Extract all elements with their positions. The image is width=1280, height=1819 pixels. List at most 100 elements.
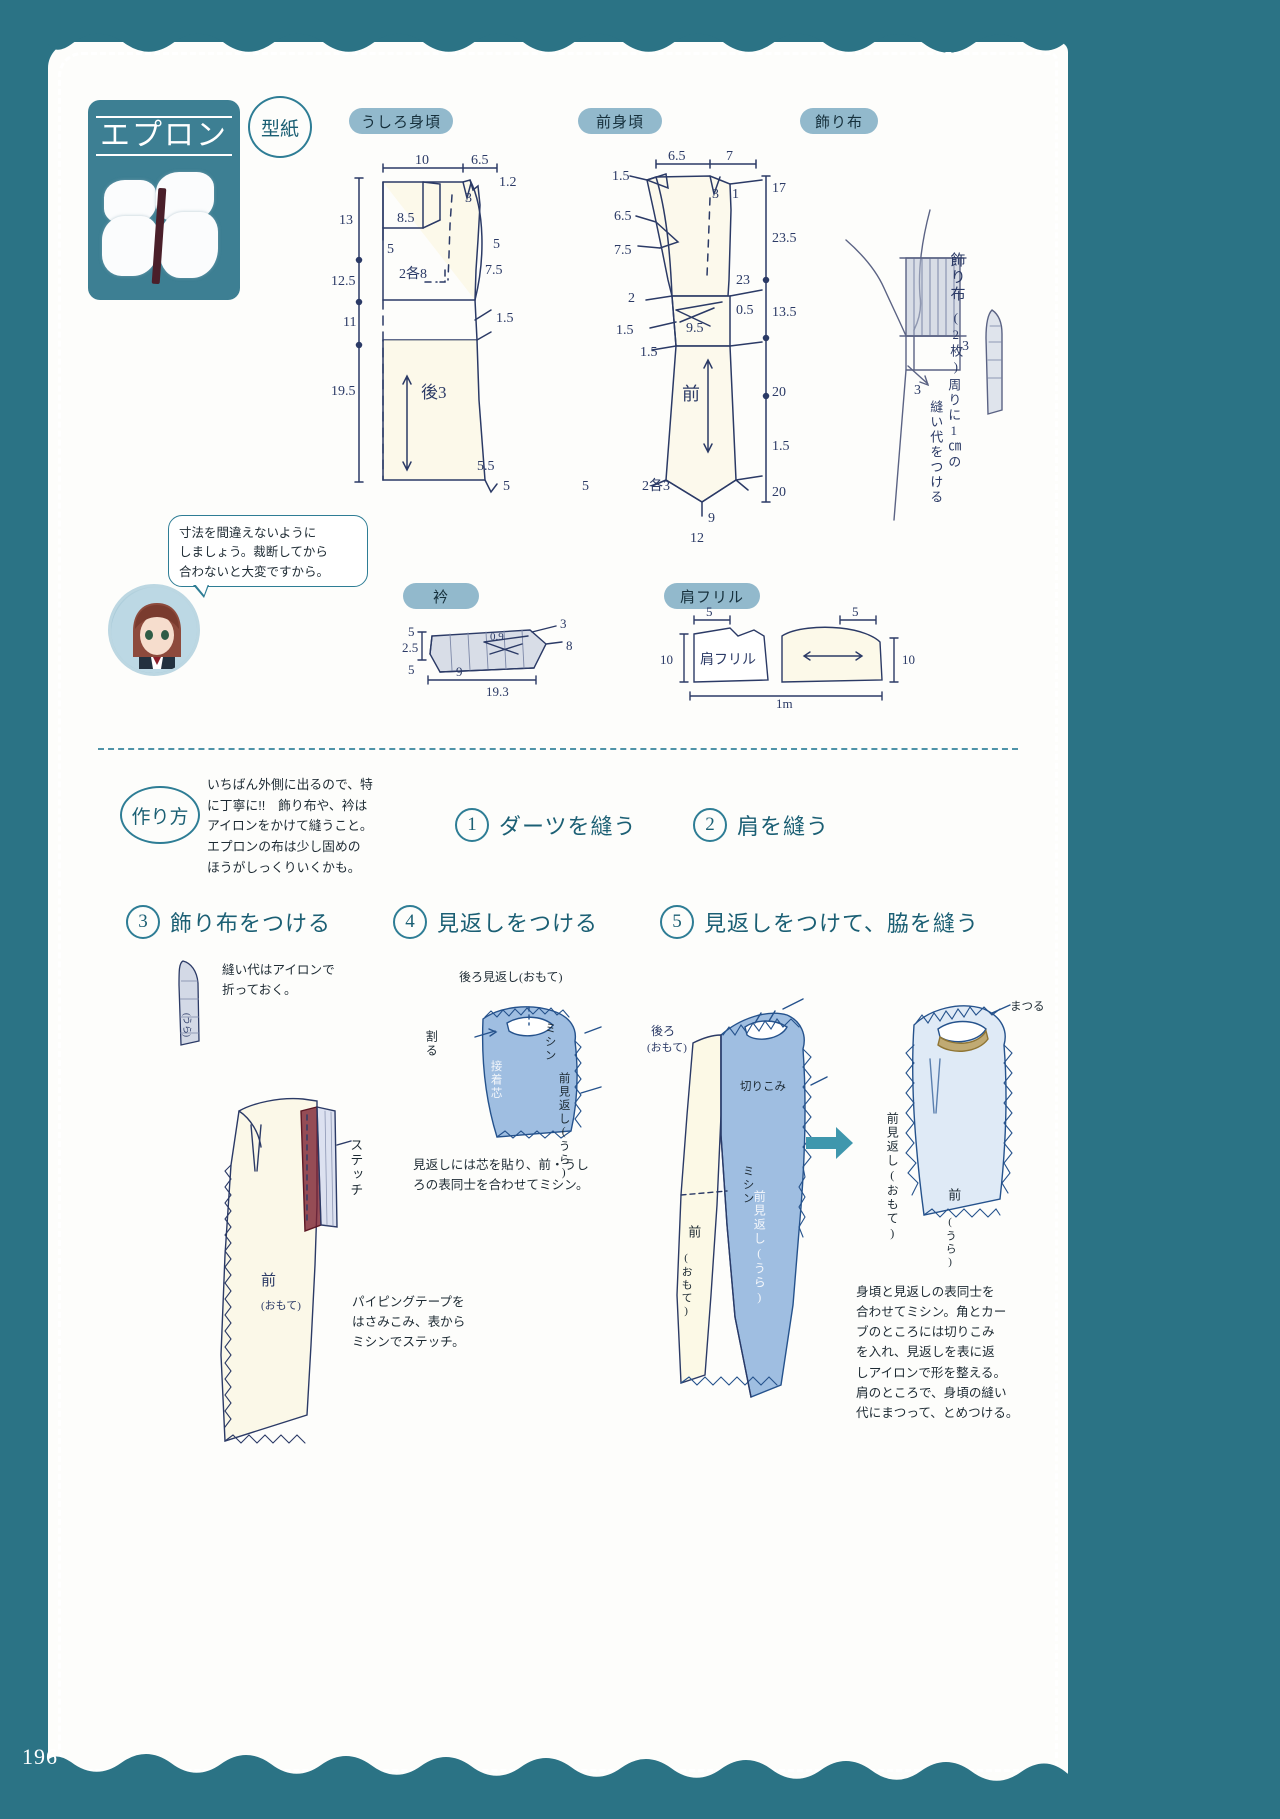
- dim-front-bottom-1: 5: [582, 479, 589, 494]
- dim-decor-3a: 3: [914, 383, 921, 398]
- paper-sheet: [48, 42, 1068, 1782]
- dim-back-left-2: 12.5: [331, 274, 356, 289]
- dim-front-right-5: 1.5: [772, 439, 790, 454]
- label-frill-piece: 肩フリル: [700, 652, 756, 668]
- label-back-center: 後3: [421, 383, 447, 402]
- howto-line-5: ほうがしっくりいくかも。: [207, 859, 361, 875]
- step-title-3: 飾り布をつける: [170, 911, 332, 936]
- dim-collar-h: 0.9: [490, 631, 504, 643]
- note-step5-line-4: を入れ、見返しを表に返: [856, 1345, 995, 1360]
- dim-front-inner-3: 23: [736, 273, 750, 288]
- dim-front-top-b: 7: [726, 149, 733, 164]
- howto-line-1: いちばん外側に出るので、特: [207, 777, 373, 792]
- tip-line-2: しましょう。裁断してから: [179, 545, 328, 560]
- product-photo: [98, 164, 230, 292]
- dim-back-left-3: 11: [343, 315, 356, 330]
- tip-line-3: 合わないと大変ですから。: [179, 564, 330, 579]
- section-title-label: エプロン: [96, 116, 232, 156]
- label-step4-interlining: 接着芯: [489, 1060, 502, 1101]
- label-step5-front-facing: 前見返し(うら): [752, 1190, 767, 1306]
- dim-front-bottom-3: 9: [708, 511, 715, 526]
- note-step4-line-1: 見返しには芯を貼り、前・うし: [413, 1158, 589, 1172]
- pattern-decor-fabric: 3 3: [810, 170, 1020, 550]
- dim-back-right-2: 5: [493, 237, 500, 252]
- section-divider: [98, 748, 1018, 750]
- note-step5-line-6: 肩のところで、身頃の縫い: [856, 1385, 1007, 1400]
- step-title-2: 肩を縫う: [737, 814, 830, 839]
- tip-speech-bubble: 寸法を間違えないように しましょう。裁断してから 合わないと大変ですから。: [168, 515, 368, 598]
- label-step5-back: 後ろ: [651, 1024, 675, 1038]
- label-back-bodice: うしろ身頃: [349, 108, 453, 134]
- howto-line-3: アイロンをかけて縫うこと。: [207, 818, 373, 834]
- badge-pattern-sheet-label: 型紙: [260, 118, 299, 140]
- note-step5-line-1: 身頃と見返しの表同士を: [856, 1285, 995, 1299]
- dim-decor-3b: 3: [962, 339, 969, 354]
- note-step3-bottom-line-3: ミシンでステッチ。: [352, 1335, 465, 1350]
- label-step3-stitch: ステッチ: [348, 1138, 364, 1198]
- sketch-step3-strip: (うら): [165, 955, 225, 1055]
- dim-front-right-2: 23.5: [772, 231, 797, 246]
- dim-back-inner-3: 5: [387, 242, 394, 257]
- dim-back-right-3: 7.5: [485, 263, 503, 278]
- note-decor-name: 飾り布: [948, 252, 965, 303]
- page-number: 196: [22, 1744, 58, 1769]
- note-step5-line-7: 代にまつって、とめつける。: [856, 1405, 1019, 1420]
- note-step3-bottom-line-1: パイピングテープを: [352, 1295, 465, 1309]
- dim-front-right-1: 17: [772, 181, 786, 196]
- note-step4-line-2: ろの表同士を合わせてミシン。: [413, 1178, 589, 1193]
- label-collar: 衿: [403, 583, 479, 609]
- dim-back-right-4: 1.5: [496, 311, 514, 326]
- note-step4: 見返しには芯を貼り、前・うし ろの表同士を合わせてミシン。: [413, 1155, 609, 1195]
- dim-back-top-b: 6.5: [471, 153, 489, 168]
- dim-front-top-a: 6.5: [668, 149, 686, 164]
- step-title-1: ダーツを縫う: [499, 814, 637, 839]
- step-header-2: 2 肩を縫う: [693, 808, 829, 842]
- dim-front-inner-2: 1: [732, 187, 739, 202]
- note-step5-line-3: ブのところには切りこみ: [856, 1325, 995, 1340]
- dim-frill-width: 1m: [776, 696, 793, 711]
- howto-line-4: エプロンの布は少し固めの: [207, 839, 361, 855]
- label-decor-fabric: 飾り布: [800, 108, 878, 134]
- dim-back-bottom-2: 5: [503, 479, 510, 494]
- scallop-decoration-top: [48, 30, 1068, 64]
- dim-front-right-4: 20: [772, 385, 786, 400]
- section-title-card: エプロン: [88, 100, 240, 300]
- badge-howto: 作り方: [120, 786, 200, 844]
- step-header-3: 3 飾り布をつける: [126, 905, 331, 939]
- sketch-step5-right: [868, 985, 1048, 1255]
- dim-back-left-4: 19.5: [331, 384, 356, 399]
- dim-collar-a: 3: [560, 616, 567, 631]
- label-step5-clip: 切りこみ: [740, 1081, 786, 1093]
- note-step5: 身頃と見返しの表同士を 合わせてミシン。角とカー ブのところには切りこみ を入れ…: [856, 1282, 1026, 1423]
- dim-collar-d: 2.5: [402, 640, 418, 655]
- dim-collar-c: 8: [566, 638, 573, 653]
- dim-frill-right-top: 5: [852, 604, 859, 619]
- pattern-collar: 3 8 5 2.5 5 9 19.3 0.9: [402, 610, 590, 700]
- note-step3-bottom: パイピングテープを はさみこみ、表から ミシンでステッチ。: [352, 1292, 512, 1352]
- label-step5-whip: まつる: [1010, 1001, 1045, 1013]
- dim-collar-g: 19.3: [486, 684, 509, 699]
- dim-front-right-3: 13.5: [772, 305, 797, 320]
- step-header-5: 5 見返しをつけて、脇を縫う: [660, 905, 979, 939]
- label-step5-back-side: (おもて): [647, 1041, 687, 1054]
- step-number-4: 4: [393, 905, 427, 939]
- dim-back-inner-2: 2各8: [399, 266, 427, 282]
- pattern-front-bodice: 6.5 7 1.5 6.5 7.5 2 1.5 1.5 3 1 23 0.5 9…: [582, 149, 820, 550]
- dim-front-inner-1: 3: [712, 187, 719, 202]
- label-step5-machine: ミシン: [741, 1165, 754, 1206]
- step-header-4: 4 見返しをつける: [393, 905, 598, 939]
- label-front-bodice: 前身頃: [578, 108, 662, 134]
- label-front-center: 前: [682, 384, 700, 404]
- note-decor-qty: (2枚): [948, 310, 964, 376]
- dim-front-left-4: 2: [628, 291, 635, 306]
- note-step3-top-line-2: 折っておく。: [222, 983, 297, 998]
- label-step5-right-front-side: (うら): [944, 1216, 957, 1270]
- sketch-step5-left: 後ろ (おもて): [635, 965, 845, 1445]
- note-step3-top-line-1: 縫い代はアイロンで: [222, 963, 335, 977]
- label-step4-back-facing: 後ろ見返し(おもて): [459, 970, 563, 984]
- label-step3-piece: (うら): [182, 1013, 192, 1037]
- label-step3-front: 前: [261, 1272, 276, 1289]
- dim-collar-e: 5: [408, 624, 415, 639]
- dim-front-left-2: 6.5: [614, 209, 632, 224]
